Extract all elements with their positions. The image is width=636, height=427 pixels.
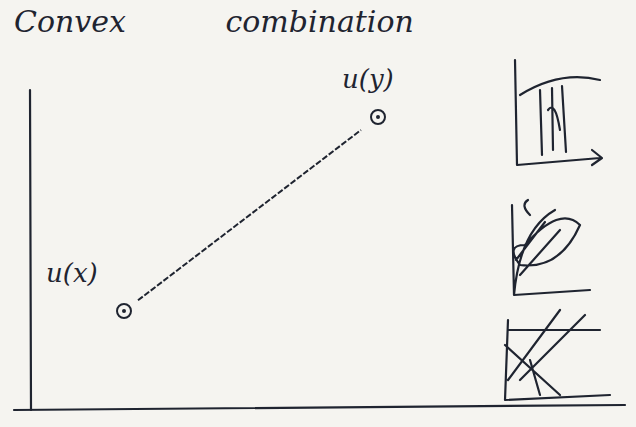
title: Convex combination xyxy=(14,4,414,39)
point-marker xyxy=(369,108,387,126)
point-marker xyxy=(115,302,133,320)
point-label: u(y) xyxy=(342,64,398,94)
point-node: u(x) xyxy=(42,258,138,324)
point-label: u(x) xyxy=(46,258,138,288)
x-axis xyxy=(14,405,625,410)
combination-line xyxy=(138,130,361,300)
y-axis xyxy=(30,90,31,410)
point-node: u(y) xyxy=(336,64,398,130)
mini-graph xyxy=(515,60,602,165)
mini-graph xyxy=(512,200,590,295)
mini-graph xyxy=(505,310,610,400)
